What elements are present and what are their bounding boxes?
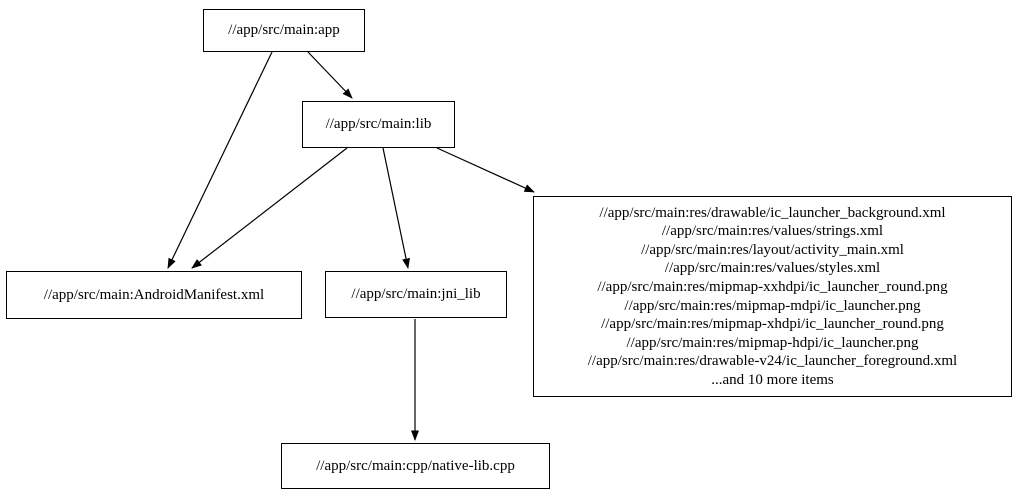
graph-node-android-manifest: //app/src/main:AndroidManifest.xml bbox=[6, 271, 302, 319]
graph-node-native-lib-cpp: //app/src/main:cpp/native-lib.cpp bbox=[281, 443, 550, 489]
graph-node-res-group: //app/src/main:res/drawable/ic_launcher_… bbox=[533, 196, 1012, 397]
edge-app-to-lib bbox=[307, 51, 353, 99]
graph-node-jni-lib: //app/src/main:jni_lib bbox=[325, 271, 507, 318]
edge-lib-to-jni-lib bbox=[382, 147, 410, 269]
graph-node-lib: //app/src/main:lib bbox=[302, 101, 455, 148]
edge-app-to-manifest bbox=[167, 51, 273, 269]
graph-node-app: //app/src/main:app bbox=[203, 9, 365, 52]
edge-lib-to-res-group bbox=[436, 147, 535, 193]
edge-lib-to-manifest bbox=[191, 147, 348, 269]
